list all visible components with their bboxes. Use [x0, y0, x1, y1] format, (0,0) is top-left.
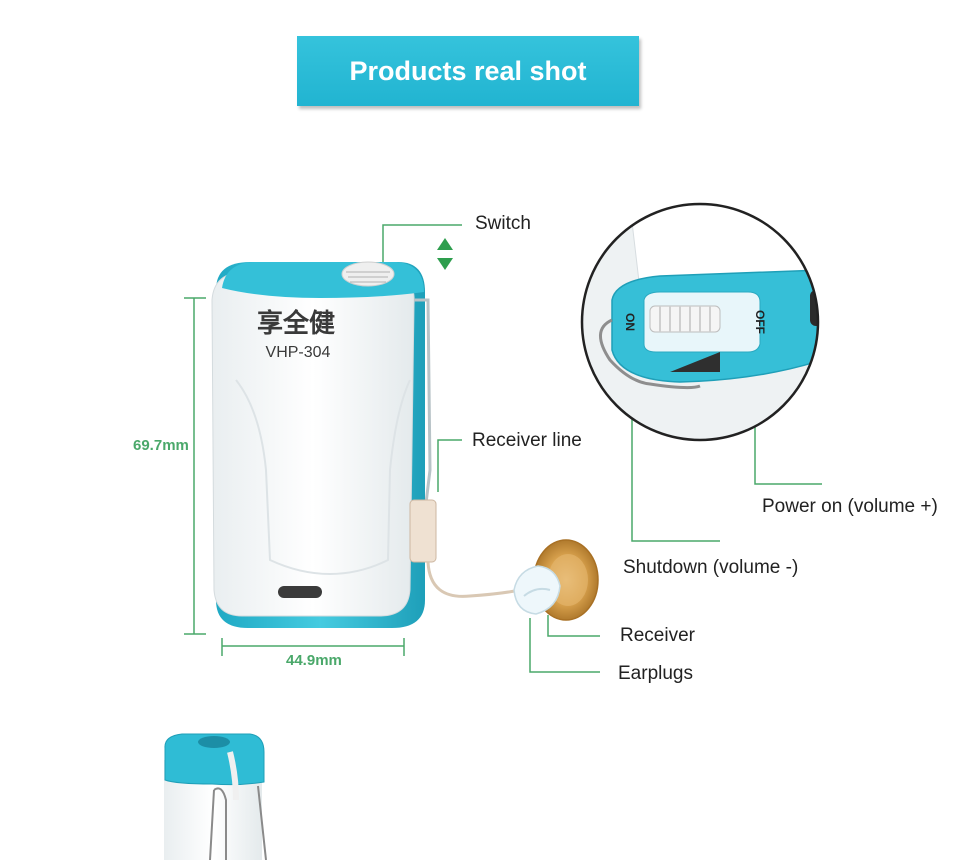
bottom-clip-wire — [209, 785, 267, 860]
dimension-width: 44.9mm — [286, 652, 342, 669]
device-brand: 享全健 — [257, 308, 335, 339]
switch-direction-arrows-icon — [437, 238, 453, 270]
earplugs-leader — [529, 618, 600, 673]
label-shutdown: Shutdown (volume -) — [623, 557, 799, 578]
label-power-on: Power on (volume +) — [762, 496, 938, 517]
cable-plug — [409, 499, 437, 563]
device-front-contour — [235, 379, 411, 576]
label-switch: Switch — [475, 213, 531, 234]
height-dimension — [184, 297, 206, 635]
switch-leader — [382, 224, 462, 262]
bottom-teal-top — [164, 733, 265, 786]
zoom-on-mark: ON — [623, 313, 637, 331]
receiver-leader — [547, 615, 600, 637]
bottom-device-view — [164, 733, 267, 860]
label-receiver-line: Receiver line — [472, 430, 582, 451]
zoom-clip-wire — [599, 318, 701, 390]
zoom-inset: ON OFF — [580, 202, 820, 442]
zoom-off-mark: OFF — [753, 310, 767, 334]
speaker-slot — [278, 586, 322, 598]
dimension-height: 69.7mm — [133, 437, 189, 454]
device-top-rim — [222, 262, 424, 298]
width-dimension — [221, 638, 405, 656]
label-receiver: Receiver — [620, 625, 695, 646]
volume-wheel — [341, 261, 395, 287]
hearing-aid-device: 享全健 VHP-304 — [211, 262, 432, 628]
device-model: VHP-304 — [266, 344, 331, 361]
title-banner: Products real shot — [297, 36, 639, 106]
receiver-earplug — [513, 539, 599, 621]
receiver-line-leader — [437, 439, 462, 492]
zoom-wheel — [649, 305, 721, 333]
belt-clip — [414, 298, 432, 521]
banner-title: Products real shot — [349, 56, 587, 86]
label-earplugs: Earplugs — [618, 663, 693, 684]
receiver-cable — [409, 499, 521, 598]
zoom-pointer-triangle — [670, 352, 720, 372]
